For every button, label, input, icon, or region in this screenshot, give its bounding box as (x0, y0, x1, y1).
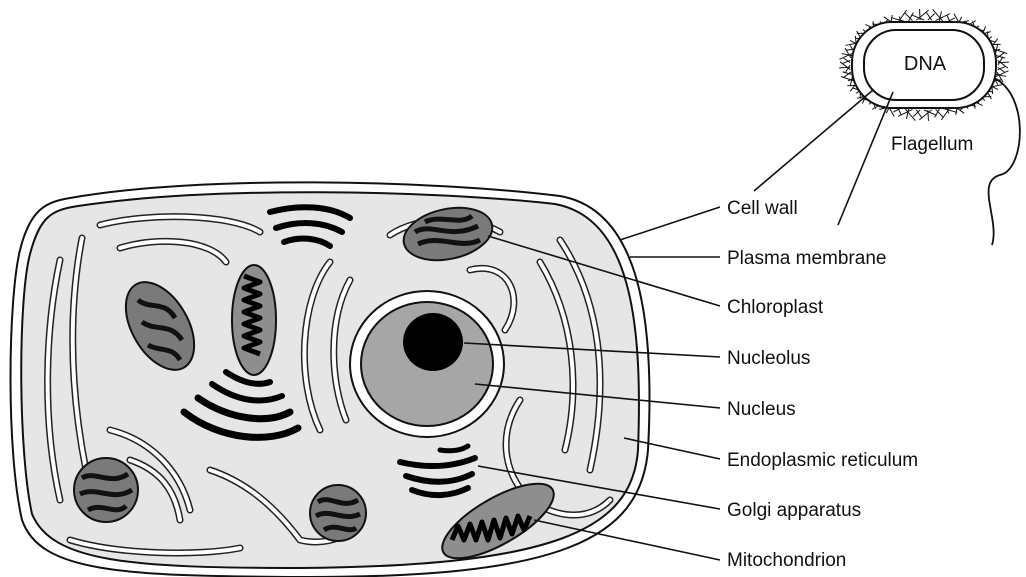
mitochondrion-label: Mitochondrion (727, 550, 846, 571)
eukaryotic-cell (11, 182, 650, 577)
dna-label: DNA (904, 53, 947, 75)
nucleolus (403, 313, 463, 371)
nucleus-label: Nucleus (727, 399, 796, 420)
flagellum-label: Flagellum (891, 134, 973, 155)
flagellum (989, 78, 1020, 245)
prokaryote-cell: DNA (839, 9, 1020, 245)
nucleus-group (350, 291, 504, 437)
labels: Flagellum Cell wall Plasma membrane Chlo… (727, 134, 973, 571)
pilus (998, 62, 1009, 63)
pilus (998, 60, 1008, 68)
pilus (995, 44, 997, 54)
mitochondrion-2 (232, 265, 276, 375)
pilus (840, 62, 850, 70)
chloroplast-label: Chloroplast (727, 297, 824, 318)
golgi-apparatus-label: Golgi apparatus (727, 500, 861, 521)
nucleolus-label: Nucleolus (727, 348, 810, 369)
pilus (943, 108, 957, 112)
chloroplast-3 (74, 458, 138, 522)
pilus (850, 77, 852, 87)
cell-wall-label: Cell wall (727, 198, 798, 219)
chloroplast-4 (310, 485, 366, 541)
pilus (919, 110, 931, 120)
pilus (891, 18, 905, 22)
pilus (916, 10, 928, 20)
endoplasmic-reticulum-label: Endoplasmic reticulum (727, 450, 918, 471)
plasma-membrane-label: Plasma membrane (727, 248, 886, 269)
